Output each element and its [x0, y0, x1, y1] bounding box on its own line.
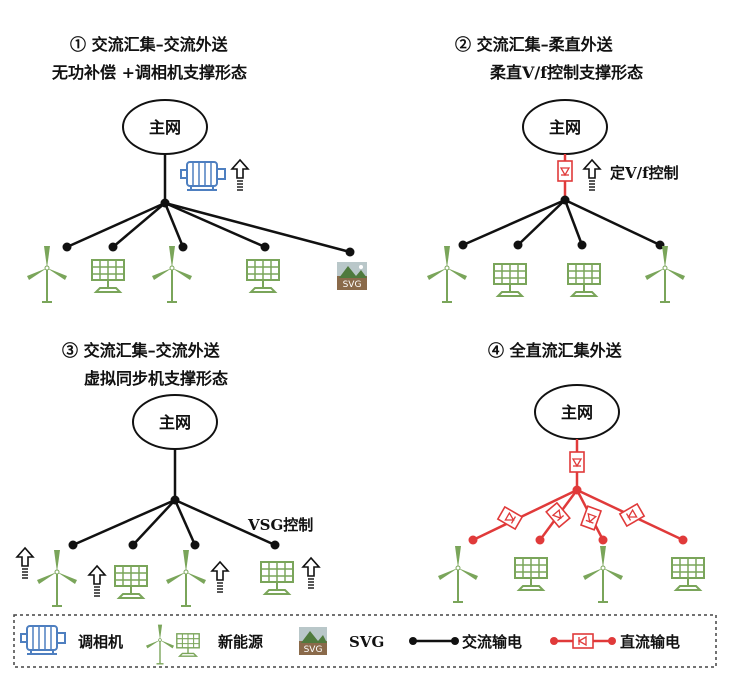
panel1-bus-nodes [62, 198, 355, 257]
wind-turbine-icon [426, 245, 468, 303]
vsg-support-arrow-icon [211, 561, 229, 593]
legend-svg-device-badge: SVG [304, 645, 323, 655]
vsg-support-arrow-icon [88, 565, 106, 597]
legend-ac-label: 交流输电 [462, 633, 522, 651]
legend-svg-device-icon: SVG [299, 627, 327, 655]
panel1-reactive-support-arrow-icon [231, 159, 249, 191]
solar-panel-icon [114, 565, 148, 599]
wind-turbine-icon [582, 545, 624, 603]
panel2-ac-lines [462, 198, 661, 247]
panel3-ac-lines [72, 449, 276, 547]
panel2-control-label: 定V/f控制 [610, 164, 679, 182]
solar-panel-icon [567, 263, 601, 297]
panel2-bus-nodes [458, 195, 665, 250]
panel4-title: ④ 全直流汇集外送 [488, 341, 623, 360]
panel2-converter-icon [557, 160, 573, 182]
wind-turbine-icon [437, 545, 479, 603]
panel4-main-grid-label: 主网 [561, 403, 593, 422]
panel1-main-grid-label: 主网 [149, 118, 181, 137]
vsg-support-arrow-icon [16, 547, 34, 579]
synchronous-condenser-icon [180, 161, 226, 191]
svg-device-label: SVG [343, 280, 362, 290]
panel3-main-grid-label: 主网 [159, 413, 191, 432]
legend-svg-label: SVG [349, 633, 384, 651]
panel1-title-line2: 无功补偿 +调相机支撑形态 [51, 63, 247, 82]
panel4-converter-icon [580, 505, 602, 531]
svg-device-icon: SVG [337, 262, 367, 290]
wind-turbine-icon [151, 245, 193, 303]
solar-panel-icon [493, 263, 527, 297]
wind-turbine-icon [165, 549, 207, 607]
panel4-converter-icon [569, 451, 585, 473]
panel3-bus-nodes [68, 495, 280, 550]
solar-panel-icon [246, 259, 280, 293]
panel4-converter-icon [619, 503, 645, 527]
panel4-bus-nodes [468, 485, 688, 545]
panel3-title-line2: 虚拟同步机支撑形态 [84, 369, 228, 388]
vsg-support-arrow-icon [302, 557, 320, 589]
legend-ac-symbol [409, 637, 459, 645]
legend-box [13, 614, 717, 668]
panel2-title-line2: 柔直V/f控制支撑形态 [489, 63, 643, 82]
panel2-main-grid-label: 主网 [549, 118, 581, 137]
wind-turbine-icon [644, 245, 686, 303]
panel2-title-line1: ② 交流汇集–柔直外送 [455, 35, 614, 54]
legend-dc-label: 直流输电 [620, 633, 680, 651]
panel3-title-line1: ③ 交流汇集–交流外送 [62, 341, 221, 360]
panel3-control-label: VSG控制 [247, 516, 313, 534]
solar-panel-icon [671, 557, 705, 591]
panel1-ac-lines [66, 154, 351, 254]
solar-panel-icon [260, 561, 294, 595]
legend-condenser-label: 调相机 [78, 633, 123, 651]
legend-dc-symbol [550, 633, 616, 649]
legend-wind-turbine-icon [145, 623, 175, 665]
wind-turbine-icon [26, 245, 68, 303]
legend-renewable-label: 新能源 [218, 633, 263, 651]
legend-condenser-icon [20, 625, 66, 655]
panel1-title-line1: ① 交流汇集–交流外送 [70, 35, 229, 54]
panel2-support-arrow-icon [583, 159, 601, 191]
solar-panel-icon [91, 259, 125, 293]
solar-panel-icon [514, 557, 548, 591]
legend-solar-panel-icon [176, 633, 200, 657]
wind-turbine-icon [36, 549, 78, 607]
